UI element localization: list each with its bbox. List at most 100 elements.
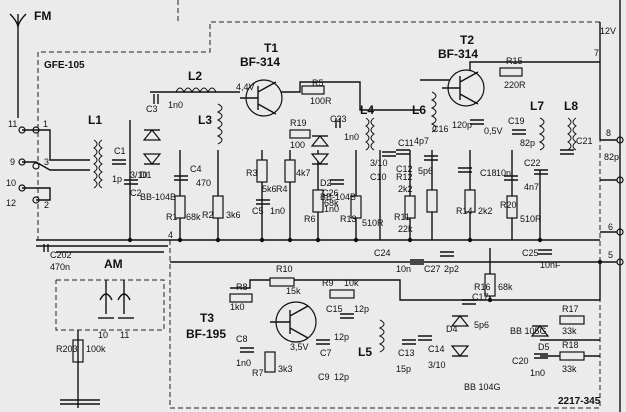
inductor-l3	[216, 103, 223, 145]
c4-value: 470	[196, 178, 211, 188]
d2-label: D2	[320, 178, 332, 188]
r20-label: R20	[500, 200, 517, 210]
pin-7: 7	[594, 48, 599, 58]
c12-label: C12	[396, 164, 413, 174]
c14-value: 3/10	[428, 360, 446, 370]
am-pin-10: 10	[98, 330, 108, 340]
r9-label: R9	[322, 278, 334, 288]
c18-value: 10n	[496, 168, 511, 178]
r2-value: 3k6	[226, 210, 241, 220]
c2-value: 3/10	[130, 170, 148, 180]
c15-label: C15	[326, 304, 343, 314]
c10-value: 3/10	[370, 158, 388, 168]
pin-10: 10	[6, 178, 16, 188]
r16-value: 68k	[498, 282, 513, 292]
t2-type: BF-314	[438, 47, 478, 61]
c22-label: C22	[524, 158, 541, 168]
transistor-t2-symbol	[442, 69, 485, 107]
l5-label: L5	[358, 345, 372, 359]
c202-label: C202	[50, 250, 72, 260]
r18-label: R18	[562, 340, 579, 350]
r1-label: R1	[166, 212, 178, 222]
t2-voltage: 0,5V	[484, 126, 503, 136]
c26-value: 1n0	[324, 204, 339, 214]
c27-label: C27	[424, 264, 441, 274]
r11-value: 22k	[398, 224, 413, 234]
c25-label: C25	[522, 248, 539, 258]
c21-label: C21	[576, 136, 593, 146]
c24-value: 10n	[396, 264, 411, 274]
d5-label: D5	[538, 342, 550, 352]
c22-value: 4n7	[524, 182, 539, 192]
l3-label: L3	[198, 113, 212, 127]
r16-label: R16	[474, 282, 491, 292]
c21-value: 82p	[604, 152, 619, 162]
r10-label: R10	[276, 264, 293, 274]
c18-label: C18	[480, 168, 497, 178]
t3-type: BF-195	[186, 327, 226, 341]
c13-value: 15p	[396, 364, 411, 374]
c4-label: C4	[190, 164, 202, 174]
t2-ref: T2	[460, 33, 474, 47]
c11-value: 4p7	[414, 136, 429, 146]
l7-label: L7	[530, 99, 544, 113]
r17-value: 33k	[562, 326, 577, 336]
r203-label: R203	[56, 344, 78, 354]
c17-label: C17	[472, 292, 489, 302]
fm-label: FM	[34, 9, 51, 23]
r19-value: 100	[290, 140, 305, 150]
r13-label: R13	[340, 214, 357, 224]
t1-type: BF-314	[240, 55, 280, 69]
d1-label: D1	[140, 170, 152, 180]
pin-11: 11	[8, 119, 17, 129]
pin-12: 12	[6, 198, 16, 208]
r15-value: 220R	[504, 80, 526, 90]
c20-label: C20	[512, 356, 529, 366]
c19-value: 82p	[520, 138, 535, 148]
c7-label: C7	[320, 348, 332, 358]
transistor-t1-symbol	[240, 79, 283, 117]
c9-value: 12p	[334, 372, 349, 382]
r7-label: R7	[252, 368, 264, 378]
r18-value: 33k	[562, 364, 577, 374]
c1-value: 1p	[112, 174, 122, 184]
t3-ref: T3	[200, 311, 214, 325]
r3-value: 5k6	[262, 184, 277, 194]
r19-label: R19	[290, 118, 307, 128]
c23-value: 1n0	[344, 132, 359, 142]
c11-label: C11	[398, 138, 414, 148]
d4-label: D4	[446, 324, 458, 334]
c24-label: C24	[374, 248, 391, 258]
c15-value: 12p	[354, 304, 369, 314]
drawing-number: 2217-345	[558, 396, 601, 407]
r4-label: R4	[276, 184, 288, 194]
supply-label: 12V	[600, 26, 616, 36]
r5-value: 100R	[310, 96, 332, 106]
diode-symbols	[142, 129, 550, 357]
inductor-l5	[378, 319, 385, 353]
pin-3: 3	[44, 157, 49, 167]
pin-4: 4	[168, 230, 173, 240]
inductor-l7	[538, 117, 545, 151]
t1-voltage: 4,4V	[236, 82, 255, 92]
module-name: GFE-105	[44, 60, 85, 71]
c12-value: 5p6	[418, 166, 433, 176]
inductor-l6	[430, 91, 437, 133]
c23-label: C23	[330, 114, 347, 124]
r14-value: 2k2	[478, 206, 493, 216]
c16-value: 120p	[452, 120, 472, 130]
c10-label: C10	[370, 172, 387, 182]
r12-label: R12	[396, 172, 413, 182]
pin-8: 8	[606, 128, 611, 138]
inductor-l4	[365, 117, 375, 151]
r203-value: 100k	[86, 344, 106, 354]
c14-label: C14	[428, 344, 445, 354]
c19-label: C19	[508, 116, 525, 126]
c25-value: 10nF	[540, 260, 561, 270]
r11-label: R11	[394, 212, 410, 222]
r17-label: R17	[562, 304, 579, 314]
c2-label: C2	[130, 188, 142, 198]
l6-label: L6	[412, 103, 426, 117]
c1-label: C1	[114, 146, 126, 156]
